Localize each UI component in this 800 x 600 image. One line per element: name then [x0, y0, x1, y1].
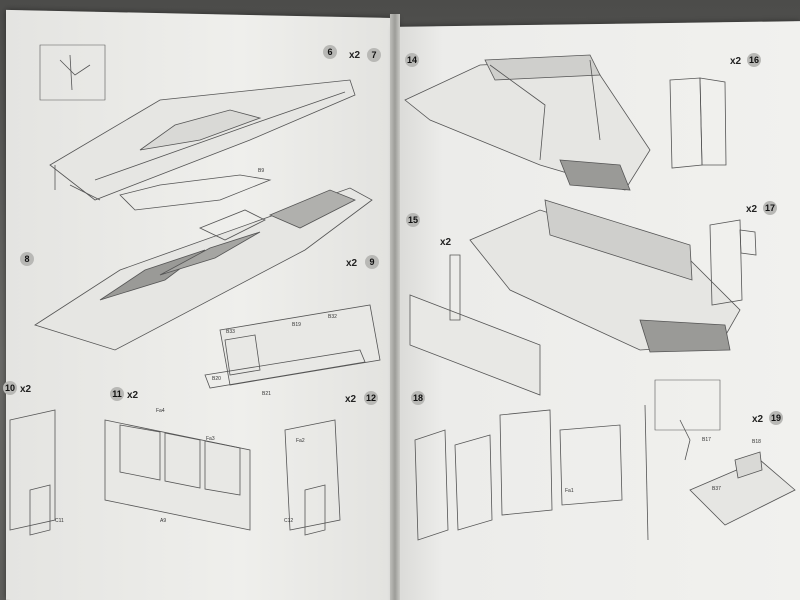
svg-text:15: 15 — [408, 215, 418, 225]
step-11-marker: 11 — [110, 387, 124, 401]
label-b17: B17 — [702, 437, 711, 443]
svg-text:11: 11 — [112, 389, 122, 399]
label-c11: C11 — [55, 518, 64, 524]
svg-text:7: 7 — [371, 50, 376, 60]
step-12-marker: 12 — [364, 391, 378, 405]
label-b32: B32 — [328, 314, 337, 320]
svg-text:18: 18 — [413, 393, 423, 403]
wall-panel-drawing-11 — [104, 419, 251, 531]
label-b19: B19 — [292, 322, 301, 328]
step-18-marker: 18 — [411, 391, 425, 405]
label-fa1: Fa1 — [565, 488, 574, 494]
multiplier-11: x2 — [127, 390, 139, 401]
svg-text:12: 12 — [366, 393, 376, 403]
label-c12: C12 — [284, 518, 293, 524]
step-markers: 6 7 8 9 10 11 12 14 15 16 17 18 19 — [3, 45, 783, 425]
cabin-drawing-14 — [404, 54, 651, 191]
door-drawing-10 — [9, 409, 56, 536]
svg-text:16: 16 — [749, 55, 759, 65]
label-b21: B21 — [262, 391, 271, 397]
svg-text:14: 14 — [407, 55, 417, 65]
label-fa3: Fa3 — [206, 436, 215, 442]
multiplier-10: x2 — [20, 384, 32, 395]
svg-text:9: 9 — [369, 257, 374, 267]
step-8-marker: 8 — [20, 252, 34, 266]
step-10-marker: 10 — [3, 381, 17, 395]
step-19-marker: 19 — [769, 411, 783, 425]
cabin-drawing-15 — [409, 199, 741, 396]
step-9-marker: 9 — [365, 255, 379, 269]
part-labels: B9 B33 B32 B19 B20 B21 Fa1 Fa2 Fa3 Fa4 A… — [55, 168, 761, 524]
multiplier-7: x2 — [349, 50, 361, 61]
multiplier-16: x2 — [730, 56, 742, 67]
multiplier-12: x2 — [345, 394, 357, 405]
svg-text:19: 19 — [771, 413, 781, 423]
label-b18: B18 — [752, 439, 761, 445]
svg-text:17: 17 — [765, 203, 775, 213]
interior-drawing-19 — [654, 379, 796, 526]
door-drawing-12 — [284, 419, 341, 536]
multiplier-17: x2 — [746, 204, 758, 215]
door-drawing-16 — [669, 77, 727, 169]
label-b20: B20 — [212, 376, 221, 382]
door-drawing-17 — [709, 219, 757, 306]
partition-drawing-18 — [414, 404, 649, 541]
label-b9: B9 — [258, 168, 264, 174]
step-7-marker: 7 — [367, 48, 381, 62]
label-a9: A9 — [160, 518, 166, 524]
floor-assembly-drawing-8 — [34, 174, 373, 351]
step-15-marker: 15 — [406, 213, 420, 227]
multiplier-19: x2 — [752, 414, 764, 425]
step-17-marker: 17 — [763, 201, 777, 215]
quantity-multipliers: x2 x2 x2 x2 x2 x2 x2 x2 x2 — [20, 50, 764, 425]
multiplier-9: x2 — [346, 258, 358, 269]
floor-assembly-drawing-6 — [39, 44, 356, 201]
multiplier-13: x2 — [440, 237, 452, 248]
side-panel-drawing-9 — [204, 304, 381, 389]
step-6-marker: 6 — [323, 45, 337, 59]
svg-text:6: 6 — [327, 47, 332, 57]
label-fa2: Fa2 — [296, 438, 305, 444]
step-14-marker: 14 — [405, 53, 419, 67]
step-16-marker: 16 — [747, 53, 761, 67]
label-b33: B33 — [226, 329, 235, 335]
svg-text:10: 10 — [5, 383, 15, 393]
svg-text:8: 8 — [24, 254, 29, 264]
label-b37: B37 — [712, 486, 721, 492]
label-fa4: Fa4 — [156, 408, 165, 414]
book-gutter — [390, 14, 400, 600]
